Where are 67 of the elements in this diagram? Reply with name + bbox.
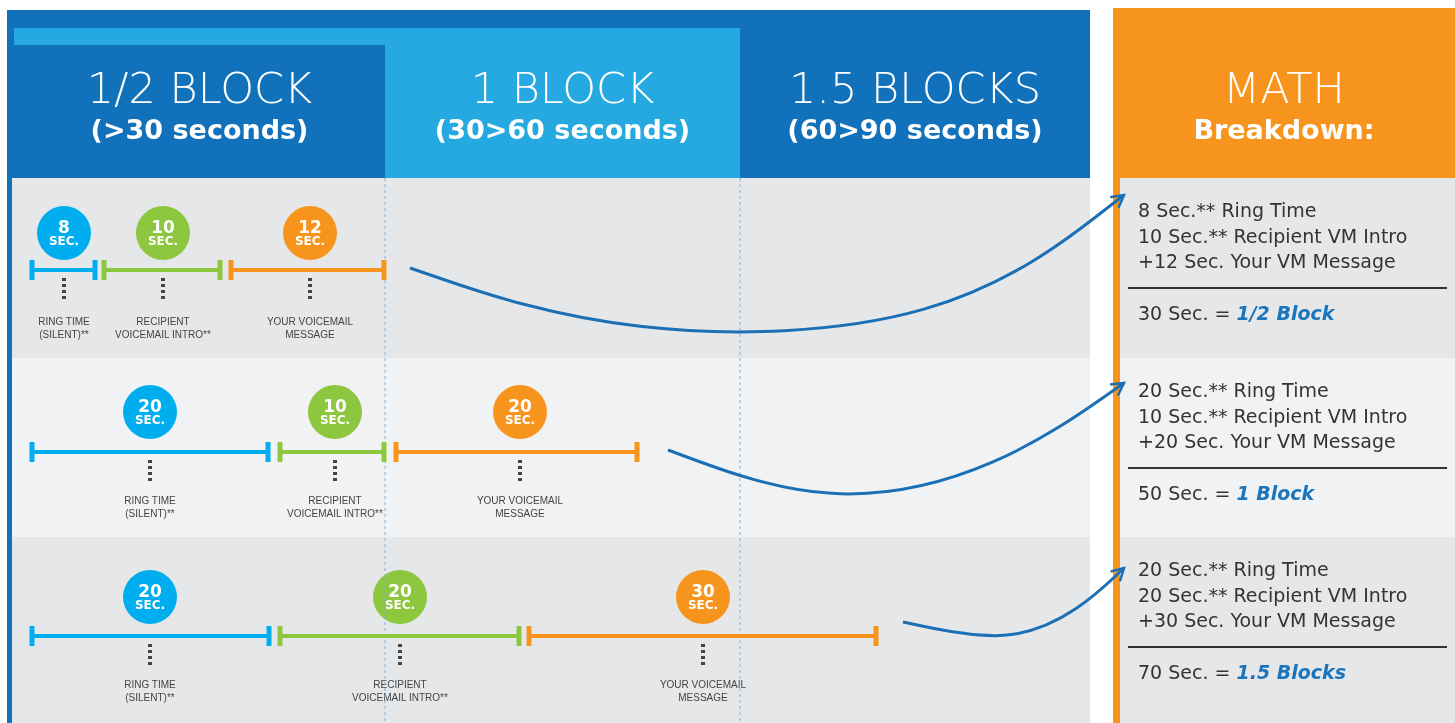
- duration-circle: [373, 570, 427, 624]
- timeline-row: [12, 537, 1090, 723]
- segment-label: RING TIME (SILENT)**: [123, 494, 177, 520]
- duration-circle: [308, 385, 362, 439]
- math-line: +20 Sec. Your VM Message: [1138, 429, 1396, 454]
- header-title: 1 BLOCK: [470, 63, 655, 113]
- math-total: 50 Sec. = 1 Block: [1138, 481, 1315, 506]
- duration-circle: [123, 385, 177, 439]
- duration-number: 10: [151, 218, 175, 235]
- column-header: [385, 28, 740, 178]
- duration-circle: [37, 206, 91, 260]
- duration-unit: SEC.: [147, 234, 179, 248]
- duration-unit: SEC.: [384, 598, 416, 612]
- duration-unit: SEC.: [319, 413, 351, 427]
- header-subtitle: (>30 seconds): [90, 113, 309, 147]
- header-subtitle: (30>60 seconds): [434, 113, 691, 147]
- duration-unit: SEC.: [504, 413, 536, 427]
- segment-label: YOUR VOICEMAIL MESSAGE: [658, 678, 748, 704]
- duration-circle: [136, 206, 190, 260]
- math-panel: [1120, 178, 1455, 358]
- math-line: 8 Sec.** Ring Time: [1138, 198, 1317, 223]
- segment-label: YOUR VOICEMAIL MESSAGE: [265, 315, 355, 341]
- duration-number: 20: [388, 582, 412, 599]
- math-total: 30 Sec. = 1/2 Block: [1138, 301, 1335, 326]
- duration-circle: [283, 206, 337, 260]
- duration-unit: SEC.: [48, 234, 80, 248]
- duration-number: 20: [138, 397, 162, 414]
- duration-circle: [123, 570, 177, 624]
- duration-unit: SEC.: [134, 598, 166, 612]
- duration-unit: SEC.: [134, 413, 166, 427]
- duration-number: 8: [58, 218, 70, 235]
- header-subtitle: (60>90 seconds): [787, 113, 1043, 147]
- header-title: MATH: [1223, 63, 1345, 113]
- segment-label: RECIPIENT VOICEMAIL INTRO**: [114, 315, 212, 341]
- header-title: 1/2 BLOCK: [86, 63, 313, 113]
- curved-arrow: [409, 193, 1126, 334]
- timeline-row: [12, 358, 1090, 537]
- math-line: +12 Sec. Your VM Message: [1138, 249, 1396, 274]
- math-line: 20 Sec.** Ring Time: [1138, 557, 1329, 582]
- segment-label: RING TIME (SILENT)**: [123, 678, 177, 704]
- math-total: 70 Sec. = 1.5 Blocks: [1138, 660, 1346, 685]
- math-panel: [1120, 537, 1455, 723]
- math-line: 20 Sec.** Recipient VM Intro: [1138, 582, 1408, 608]
- segment-label: YOUR VOICEMAIL MESSAGE: [475, 494, 565, 520]
- duration-number: 20: [508, 397, 532, 414]
- segment-label: RING TIME (SILENT)**: [37, 315, 91, 341]
- math-line: 10 Sec.** Recipient VM Intro: [1138, 403, 1408, 429]
- duration-number: 12: [298, 218, 322, 235]
- curved-arrow: [902, 566, 1126, 638]
- header-subtitle: Breakdown:: [1193, 113, 1375, 147]
- header-title: 1.5 BLOCKS: [789, 63, 1041, 113]
- duration-number: 20: [138, 582, 162, 599]
- column-header: [1113, 8, 1455, 178]
- duration-number: 30: [691, 582, 715, 599]
- duration-circle: [493, 385, 547, 439]
- math-line: +30 Sec. Your VM Message: [1138, 608, 1396, 633]
- duration-circle: [676, 570, 730, 624]
- timeline-row: [12, 178, 1090, 358]
- duration-number: 10: [323, 397, 347, 414]
- math-line: 20 Sec.** Ring Time: [1138, 378, 1329, 403]
- math-line: 10 Sec.** Recipient VM Intro: [1138, 223, 1408, 249]
- curved-arrow: [667, 381, 1126, 496]
- duration-unit: SEC.: [294, 234, 326, 248]
- segment-label: RECIPIENT VOICEMAIL INTRO**: [286, 494, 384, 520]
- math-panel: [1120, 358, 1455, 537]
- segment-label: RECIPIENT VOICEMAIL INTRO**: [351, 678, 449, 704]
- duration-unit: SEC.: [687, 598, 719, 612]
